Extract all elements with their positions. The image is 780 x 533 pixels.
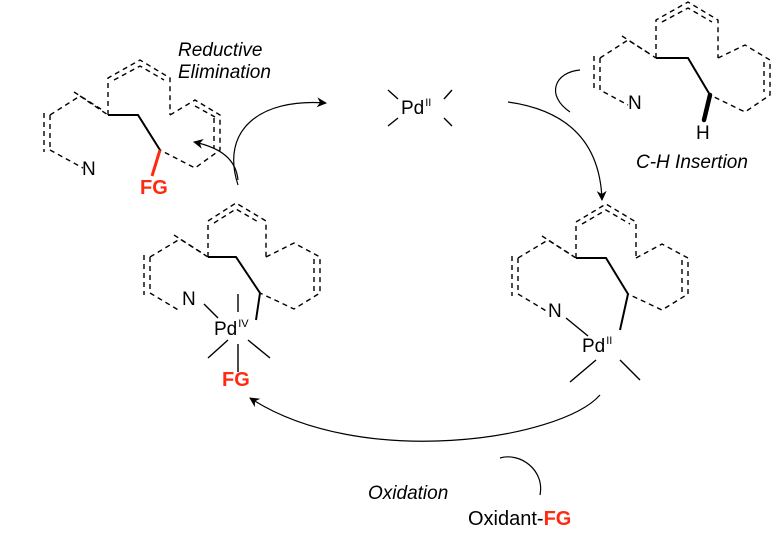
nitrogen-label-right: N [548, 301, 562, 322]
nitrogen-label-top-left: N [82, 159, 96, 180]
palladacycle-pd4 [143, 202, 321, 372]
ch-insertion-arrow [507, 101, 607, 201]
pd-center-ox: II [425, 97, 432, 109]
hydrogen-label: H [696, 123, 710, 144]
reductive-elimination-label-2: Elimination [178, 62, 271, 83]
fg-label-pd4: FG [222, 369, 250, 391]
product-release-arrow [193, 138, 239, 181]
pd-right-label: PdII [582, 335, 613, 359]
oxidation-label: Oxidation [368, 483, 449, 504]
reductive-elimination-arrow [233, 97, 327, 186]
pd-center-metal: Pd [401, 98, 425, 119]
oxidant-reagent-label: Oxidant-FG [468, 508, 571, 530]
pd-left-label: PdIV [214, 318, 249, 342]
fg-bond-top-left [150, 149, 162, 177]
ch-insertion-label: C-H Insertion [636, 152, 748, 173]
oxidant-entry-arc [499, 456, 542, 496]
nitrogen-label-left: N [182, 289, 196, 310]
pd-right-metal: Pd [582, 336, 606, 357]
pd-left-metal: Pd [214, 319, 238, 340]
fg-label-product: FG [140, 177, 168, 199]
substrate-molecule [593, 1, 771, 123]
pd-left-ox: IV [238, 318, 249, 330]
nitrogen-label-top-right: N [628, 93, 642, 114]
oxidant-prefix: Oxidant- [468, 508, 544, 530]
reductive-elimination-label-1: Reductive [178, 40, 263, 61]
oxidation-arrow [249, 394, 601, 442]
pd-right-ox: II [606, 335, 613, 347]
pd-center-ligands [387, 89, 453, 127]
product-fg-molecule [43, 59, 221, 169]
pd-center-label: PdII [401, 97, 432, 121]
substrate-entry-arc [555, 69, 581, 113]
oxidant-fg: FG [543, 508, 572, 530]
palladacycle-pd2 [511, 203, 689, 383]
